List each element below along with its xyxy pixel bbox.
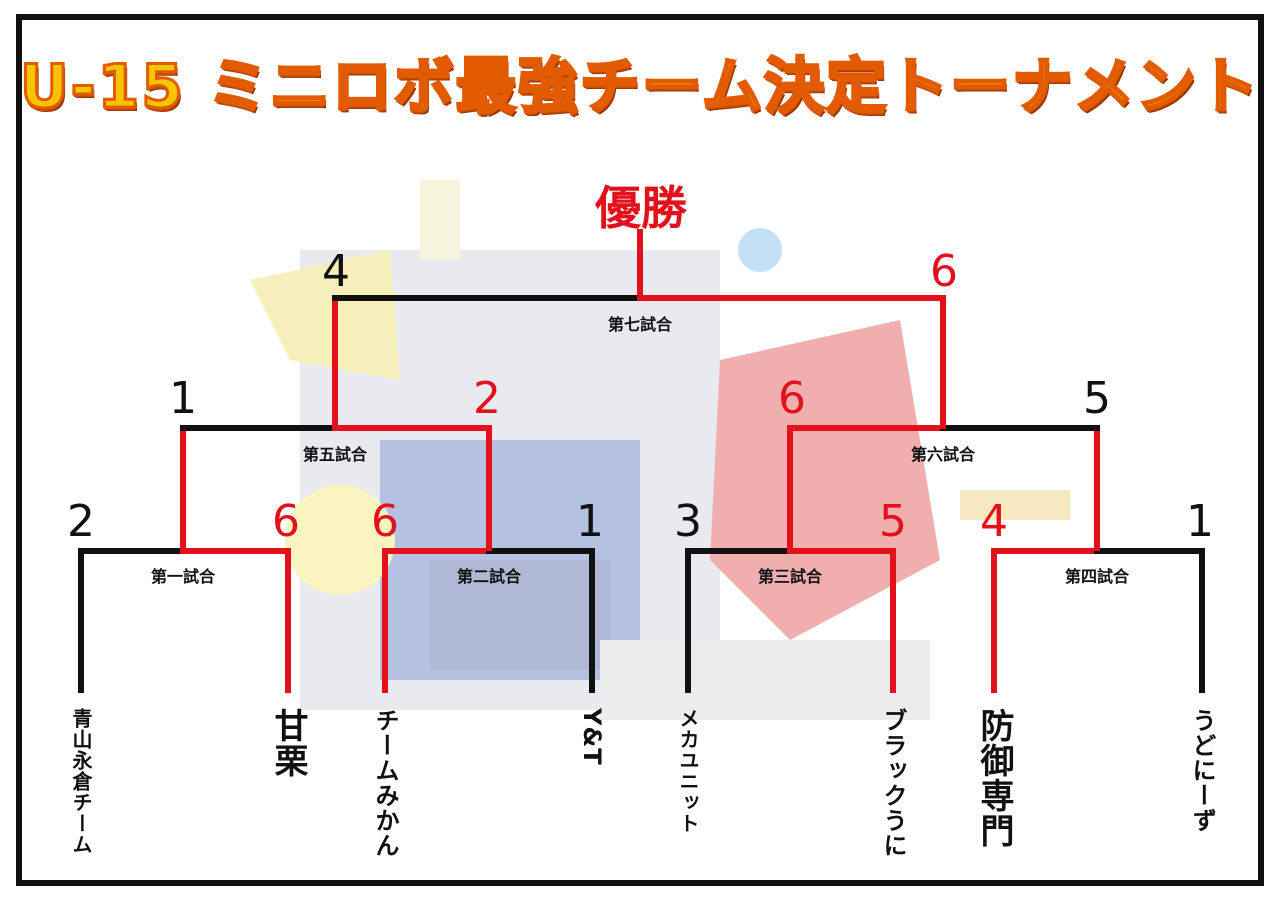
team-name: 青山永倉チーム <box>69 708 93 855</box>
team-name: メカユニット <box>676 708 700 834</box>
team-name: Y&T <box>578 708 606 766</box>
m5-right-line <box>332 425 492 551</box>
match-label-m6: 第六試合 <box>910 445 976 464</box>
team-name: ブラックうに <box>879 708 907 858</box>
score-m2-right: 1 <box>576 496 604 547</box>
m1-left-line <box>78 548 186 693</box>
team-name: チームみかん <box>371 708 399 858</box>
score-m1-right: 6 <box>272 496 300 547</box>
score-m6-right: 5 <box>1083 373 1111 424</box>
m2-left-line <box>382 548 492 693</box>
outer-frame <box>16 14 1264 886</box>
m6-left-line <box>787 425 946 551</box>
score-m5-left: 1 <box>169 373 197 424</box>
match-label-m7: 第七試合 <box>607 315 673 334</box>
score-m3-right: 5 <box>879 496 907 547</box>
score-m4-left: 4 <box>980 496 1008 547</box>
score-m7-right: 6 <box>930 246 958 297</box>
champion-label: 優勝 <box>595 181 687 235</box>
team-name: 防御専門 <box>974 708 1014 848</box>
score-m5-right: 2 <box>473 373 501 424</box>
m1-right-line <box>180 548 291 693</box>
match-label-m5: 第五試合 <box>302 445 368 464</box>
m2-right-line <box>486 548 595 693</box>
match-label-m3: 第三試合 <box>757 567 823 586</box>
match-label-m1: 第一試合 <box>150 567 216 586</box>
score-m1-left: 2 <box>67 496 95 547</box>
page-title: U-15 ミニロボ最強チーム決定トーナメント <box>18 51 1261 124</box>
match-label-m4: 第四試合 <box>1064 567 1130 586</box>
m4-left-line <box>991 548 1100 693</box>
m3-left-line <box>685 548 793 693</box>
score-m4-right: 1 <box>1186 496 1214 547</box>
m7-right-line <box>637 295 946 429</box>
score-m6-left: 6 <box>778 373 806 424</box>
score-m7-left: 4 <box>322 246 350 297</box>
m3-right-line <box>787 548 896 693</box>
m4-right-line <box>1094 548 1205 693</box>
team-name: うどにーず <box>1188 708 1216 833</box>
score-m2-left: 6 <box>371 496 399 547</box>
match-label-m2: 第二試合 <box>456 567 522 586</box>
team-name: 甘栗 <box>268 708 308 778</box>
score-m3-left: 3 <box>674 496 702 547</box>
